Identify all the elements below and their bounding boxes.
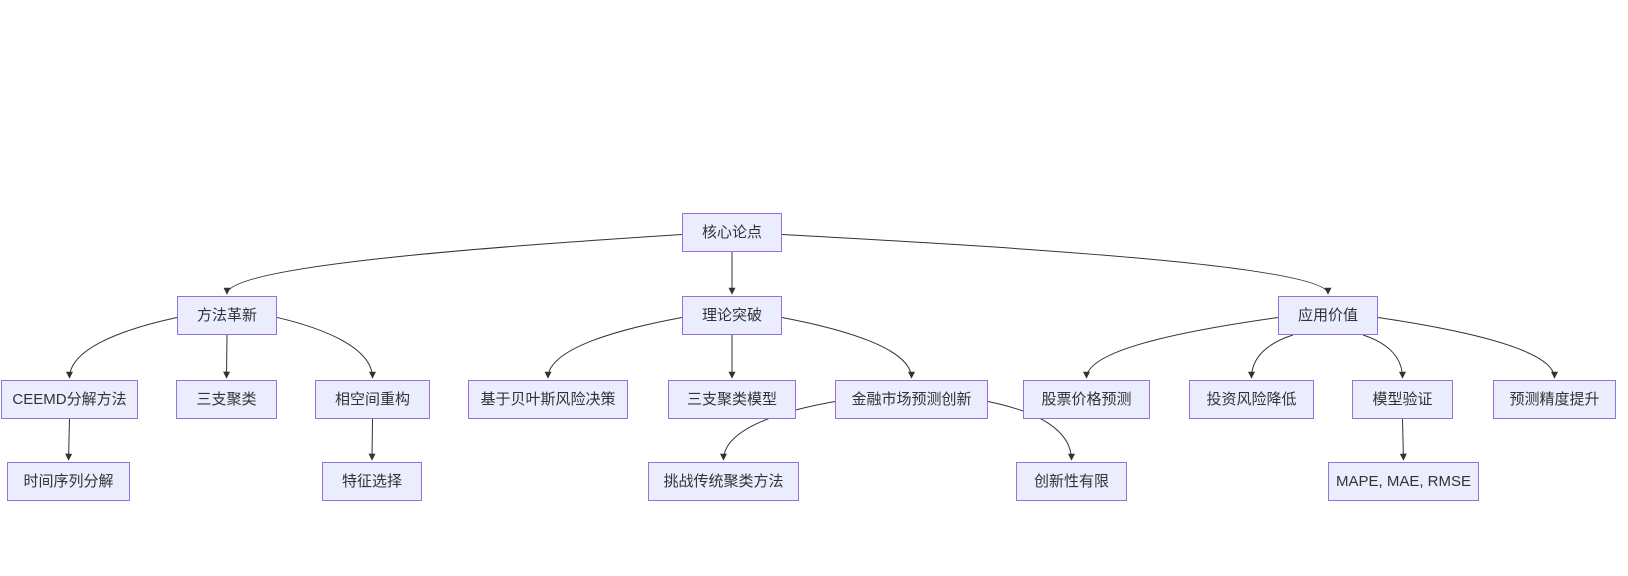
flowchart-node-method: 方法革新 — [177, 296, 277, 335]
node-label: 相空间重构 — [334, 391, 410, 408]
node-label: 预测精度提升 — [1509, 391, 1600, 408]
flowchart-node-ceemd: CEEMD分解方法 — [1, 380, 138, 419]
flowchart-node-risk: 投资风险降低 — [1189, 380, 1314, 419]
node-label: 模型验证 — [1372, 391, 1433, 408]
edge-finance-to-challenge — [720, 400, 836, 461]
edge-validation-to-metrics — [1399, 418, 1407, 461]
edge-finance-to-limited — [987, 400, 1075, 461]
node-label: 基于贝叶斯风险决策 — [480, 391, 616, 408]
node-label: 三支聚类 — [196, 391, 257, 408]
flowchart-node-challenge: 挑战传统聚类方法 — [648, 462, 799, 501]
flowchart-node-finance: 金融市场预测创新 — [835, 380, 988, 419]
edge-method-to-phase — [276, 316, 376, 379]
edge-phase-to-feature — [368, 418, 376, 461]
flowchart-node-phase: 相空间重构 — [315, 380, 430, 419]
edge-theory-to-bayes — [544, 316, 683, 379]
flowchart-node-metrics: MAPE, MAE, RMSE — [1328, 462, 1479, 501]
edge-method-to-threeway — [223, 334, 231, 379]
edge-method-to-ceemd — [66, 316, 178, 379]
flowchart-node-stock: 股票价格预测 — [1023, 380, 1150, 419]
flowchart-node-validation: 模型验证 — [1352, 380, 1453, 419]
flowchart-node-bayes: 基于贝叶斯风险决策 — [468, 380, 628, 419]
node-label: 核心论点 — [701, 224, 762, 241]
node-label: 三支聚类模型 — [686, 391, 777, 408]
edge-application-to-precision — [1377, 316, 1558, 379]
flowchart-node-feature: 特征选择 — [322, 462, 422, 501]
flowchart-node-precision: 预测精度提升 — [1493, 380, 1616, 419]
edge-application-to-risk — [1248, 334, 1294, 379]
flowchart-node-core: 核心论点 — [682, 213, 782, 252]
node-label: 时间序列分解 — [23, 473, 114, 490]
flowchart-node-threemodel: 三支聚类模型 — [668, 380, 796, 419]
node-label: 方法革新 — [196, 307, 257, 324]
flowchart-node-limited: 创新性有限 — [1016, 462, 1127, 501]
edge-core-to-method — [223, 233, 683, 295]
edges — [65, 233, 1558, 461]
node-label: 挑战传统聚类方法 — [663, 473, 784, 490]
flowchart-node-application: 应用价值 — [1278, 296, 1378, 335]
node-label: CEEMD分解方法 — [12, 391, 127, 408]
edge-core-to-application — [781, 233, 1332, 295]
node-label: 特征选择 — [341, 473, 402, 490]
node-label: 股票价格预测 — [1041, 391, 1132, 408]
node-label: 理论突破 — [701, 307, 762, 324]
node-label: 应用价值 — [1297, 307, 1358, 324]
edge-application-to-validation — [1362, 334, 1406, 379]
edge-theory-to-finance — [781, 316, 915, 379]
edge-application-to-stock — [1083, 316, 1279, 379]
node-label: 金融市场预测创新 — [851, 391, 972, 408]
node-label: 投资风险降低 — [1206, 391, 1297, 408]
flowchart-node-theory: 理论突破 — [682, 296, 782, 335]
flowchart-node-threeway: 三支聚类 — [176, 380, 277, 419]
edge-ceemd-to-tsdecomp — [65, 418, 73, 461]
node-label: MAPE, MAE, RMSE — [1335, 473, 1472, 490]
node-label: 创新性有限 — [1033, 473, 1109, 490]
flowchart-node-tsdecomp: 时间序列分解 — [7, 462, 130, 501]
